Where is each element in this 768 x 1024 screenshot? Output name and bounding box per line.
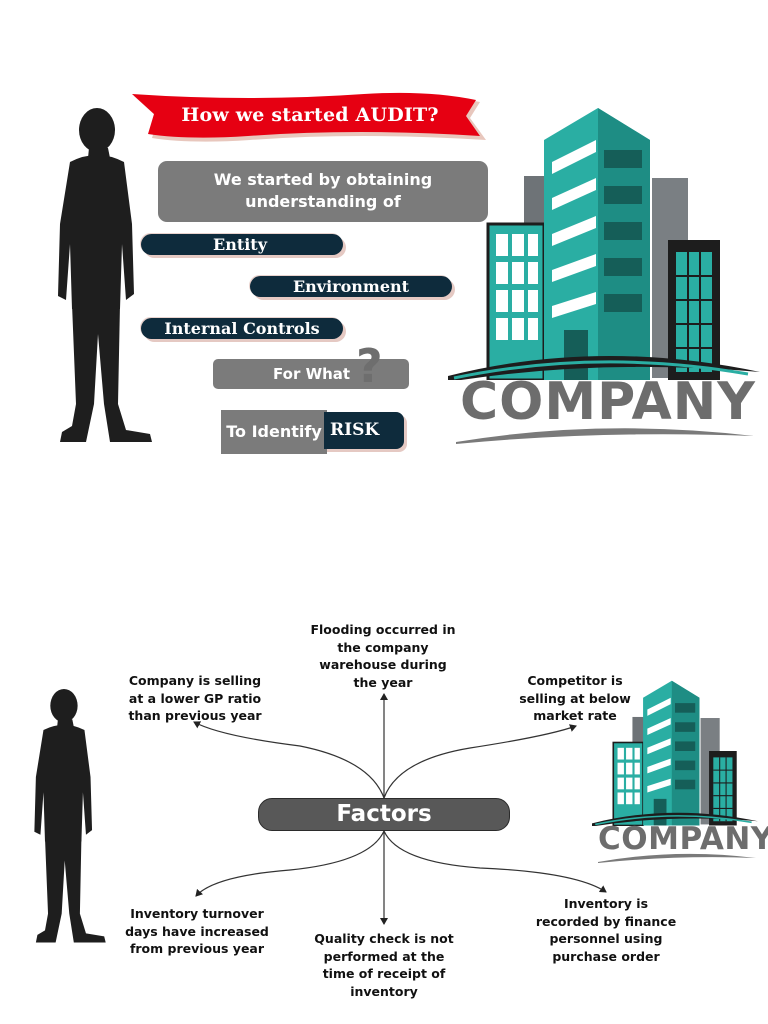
- factor-line: inventory: [350, 983, 418, 999]
- factor-line: market rate: [533, 708, 617, 723]
- question-mark-icon: ?: [356, 339, 383, 393]
- factor-line: days have increased: [125, 923, 269, 939]
- pill-internal-controls: Internal Controls: [141, 318, 343, 339]
- to-identify-box: To Identify: [221, 410, 327, 454]
- factors-center-box: Factors: [258, 798, 510, 831]
- factor-line: recorded by finance: [535, 913, 677, 929]
- logo-underline: [598, 853, 756, 863]
- logo-underline: [456, 428, 754, 444]
- pill-environment: Environment: [250, 276, 452, 297]
- factor-line: personnel using: [549, 931, 663, 946]
- building-icon: [448, 108, 760, 380]
- factor-line: Company is selling: [128, 673, 262, 688]
- factor-gp-ratio: Company is selling at a lower GP ratio t…: [120, 672, 270, 725]
- factor-line: Flooding occurred in: [310, 622, 456, 637]
- factor-line: at a lower GP ratio: [128, 690, 262, 706]
- building-icon: [592, 680, 758, 826]
- factor-line: the company: [337, 639, 429, 655]
- factor-flooding: Flooding occurred in the company warehou…: [300, 621, 466, 691]
- factor-line: Inventory turnover: [130, 906, 264, 921]
- intro-box: We started by obtaining understanding of: [158, 161, 488, 222]
- factor-line: time of receipt of: [322, 966, 446, 981]
- arrow-icon: [383, 724, 577, 799]
- factor-competitor: Competitor is selling at below market ra…: [510, 672, 640, 725]
- company-logo-text: COMPANY: [598, 821, 768, 857]
- factor-line: Competitor is: [527, 673, 623, 688]
- factor-quality-check: Quality check is not performed at the ti…: [300, 930, 468, 1000]
- arrow-icon: [383, 830, 607, 893]
- factor-line: selling at below: [519, 690, 631, 706]
- factor-turnover: Inventory turnover days have increased f…: [118, 905, 276, 958]
- factor-line: performed at the: [323, 948, 445, 964]
- for-what-box: For What: [213, 359, 409, 389]
- factor-line: warehouse during: [319, 657, 447, 672]
- factor-line: the year: [353, 674, 413, 690]
- person-silhouette-icon: [58, 108, 152, 442]
- title-ribbon: How we started AUDIT?: [130, 92, 490, 144]
- intro-line-2: understanding of: [245, 192, 401, 211]
- factor-line: from previous year: [129, 941, 265, 956]
- factor-line: Quality check is not: [314, 931, 454, 946]
- arrow-icon: [193, 721, 385, 799]
- factor-recorded: Inventory is recorded by finance personn…: [534, 895, 678, 965]
- company-logo-text: COMPANY: [460, 372, 756, 432]
- pill-entity: Entity: [141, 234, 343, 255]
- intro-line-1: We started by obtaining: [213, 170, 433, 189]
- arrow-icon: [195, 830, 385, 897]
- factor-line: Inventory is: [563, 896, 649, 911]
- person-silhouette-icon: [34, 689, 106, 943]
- risk-label: RISK: [324, 412, 404, 449]
- title-text: How we started AUDIT?: [181, 104, 439, 126]
- factor-line: than previous year: [128, 708, 262, 723]
- factor-line: purchase order: [552, 948, 660, 964]
